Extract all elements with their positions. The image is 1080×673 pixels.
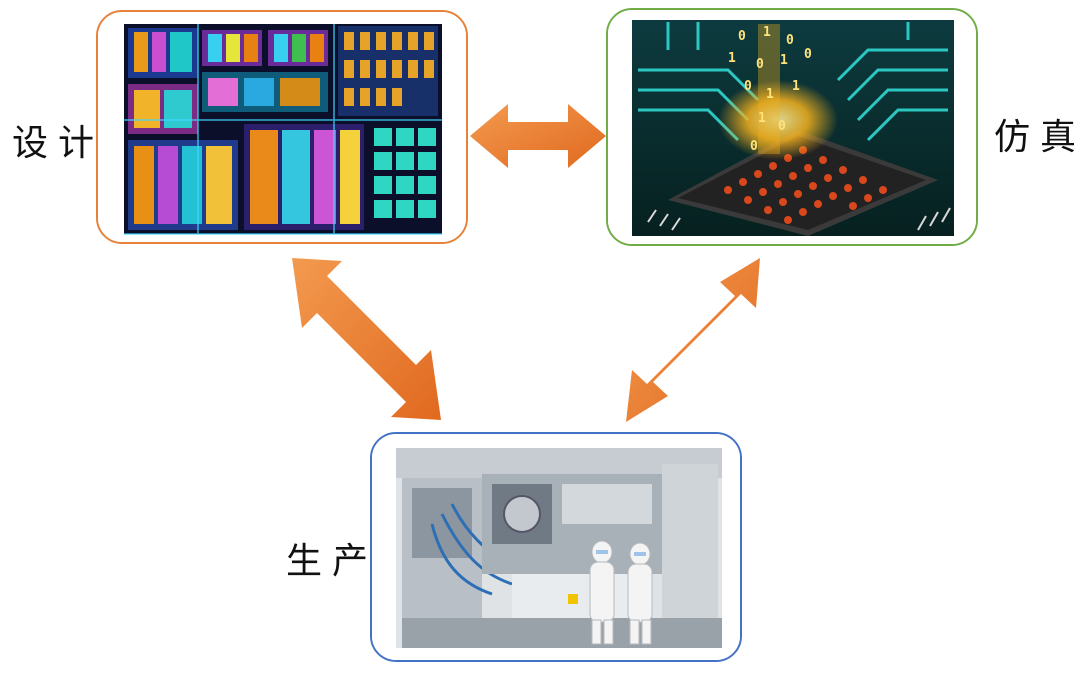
chip-layout-image [98,12,466,242]
arrow-design-production [292,258,441,420]
svg-text:1: 1 [766,87,774,102]
svg-text:0: 0 [738,29,746,44]
svg-text:0: 0 [756,57,764,72]
svg-text:1: 1 [758,111,766,126]
design-label: 设计 [12,123,105,164]
svg-text:0: 0 [744,79,752,94]
svg-text:0: 0 [786,33,794,48]
svg-text:1: 1 [780,53,788,68]
arrow-simulation-production [626,258,760,422]
svg-text:0: 0 [804,47,812,62]
production-node [370,432,742,662]
svg-text:1: 1 [763,25,771,40]
design-node [96,10,468,244]
svg-text:0: 0 [750,139,758,154]
arrow-design-simulation [470,104,606,168]
cleanroom-fab-image [372,434,740,660]
simulation-label: 仿真 [994,117,1080,158]
svg-text:1: 1 [728,51,736,66]
svg-text:0: 0 [778,119,786,134]
svg-text:1: 1 [792,79,800,94]
production-label: 生产 [286,541,379,582]
